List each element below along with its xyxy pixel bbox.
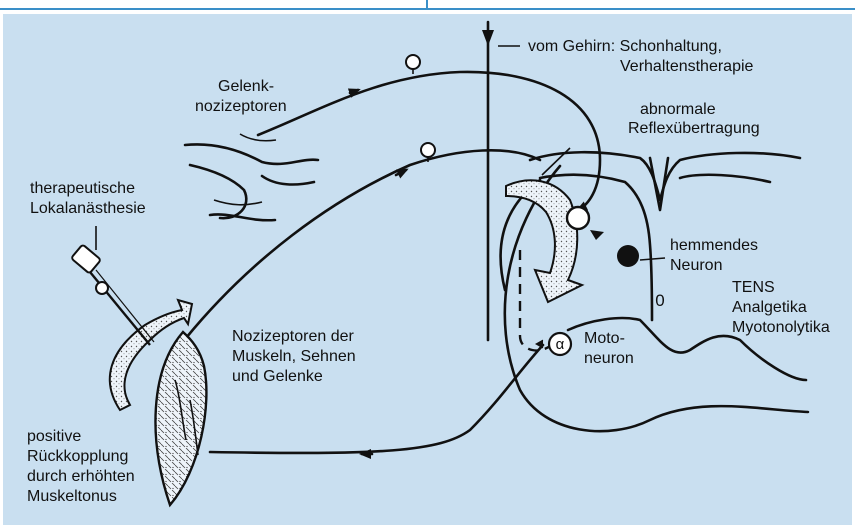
inhibitory-neuron-line2: Neuron [670, 257, 722, 274]
interneuron-dashed-path [520, 250, 550, 351]
joint-nociceptor-line1: Gelenk- [218, 78, 274, 95]
brain-label-line1: vom Gehirn: Schonhaltung, [528, 38, 722, 55]
muscle-nociceptor-line1: Nozizeptoren der [232, 328, 355, 345]
joint-nociceptor-line2: nozizeptoren [195, 98, 287, 115]
interneuron-cell [567, 207, 589, 229]
joint-cartilage [214, 200, 262, 205]
central-fissure [650, 158, 668, 210]
treatment-myotonolytika: Myotonolytika [732, 319, 830, 336]
syringe-icon [71, 226, 154, 345]
local-anesthesia-label: therapeutische Lokalanästhesie [30, 180, 146, 217]
joint-drawing [185, 134, 318, 220]
muscle-ganglion-cell [421, 143, 435, 157]
synapse-marker [590, 230, 604, 240]
treatment-analgetika: Analgetika [732, 299, 807, 316]
brain-label-line2: Verhaltenstherapie [620, 58, 754, 75]
muscle-nociceptor-line2: Muskeln, Sehnen [232, 348, 356, 365]
motoneuron-label: Moto- neuron [584, 330, 634, 367]
motoneuron-line2: neuron [584, 350, 634, 367]
inhibitory-neuron-line1: hemmendes [670, 237, 758, 254]
brain-label: vom Gehirn: Schonhaltung, Verhaltensther… [528, 38, 754, 75]
treatment-tens: TENS [732, 279, 775, 296]
dorsal-horn-right [680, 175, 770, 182]
descending-arrowhead [482, 30, 494, 46]
abnormal-reflex-line1: abnormale [640, 101, 716, 118]
motoneuron-line1: Moto- [584, 330, 625, 347]
feedback-line3: durch erhöhten [27, 468, 135, 485]
joint-lower-bone [190, 165, 246, 218]
inhibitory-neuron-label: hemmendes Neuron [670, 237, 758, 274]
local-anesthesia-line2: Lokalanästhesie [30, 200, 146, 217]
treatments-label: TENS Analgetika Myotonolytika [732, 279, 830, 336]
feedback-label: positive Rückkopplung durch erhöhten Mus… [27, 428, 135, 505]
muscle-belly [155, 332, 206, 505]
muscle-nociceptor-label: Nozizeptoren der Muskeln, Sehnen und Gel… [232, 328, 356, 385]
feedback-line2: Rückkopplung [27, 448, 128, 465]
feedback-line1: positive [27, 428, 81, 445]
abnormal-reflex-label: abnormale Reflexübertragung [628, 101, 760, 137]
local-anesthesia-line1: therapeutische [30, 180, 135, 197]
joint-nociceptor-label: Gelenk- nozizeptoren [195, 78, 287, 115]
central-canal: 0 [655, 291, 664, 310]
joint-upper-bone [185, 144, 318, 164]
abnormal-reflex-line2: Reflexübertragung [628, 120, 760, 137]
feedback-line4: Muskeltonus [27, 488, 117, 505]
motoneuron-alpha: α [556, 336, 565, 353]
inhibitory-neuron-cell [617, 245, 639, 267]
motoneuron-synapse [536, 340, 543, 348]
muscle-nociceptor-line3: und Gelenke [232, 368, 323, 385]
joint-ganglion-cell [406, 55, 420, 69]
joint-capsule [262, 176, 314, 184]
inhibitory-neuron-leader [640, 258, 665, 260]
